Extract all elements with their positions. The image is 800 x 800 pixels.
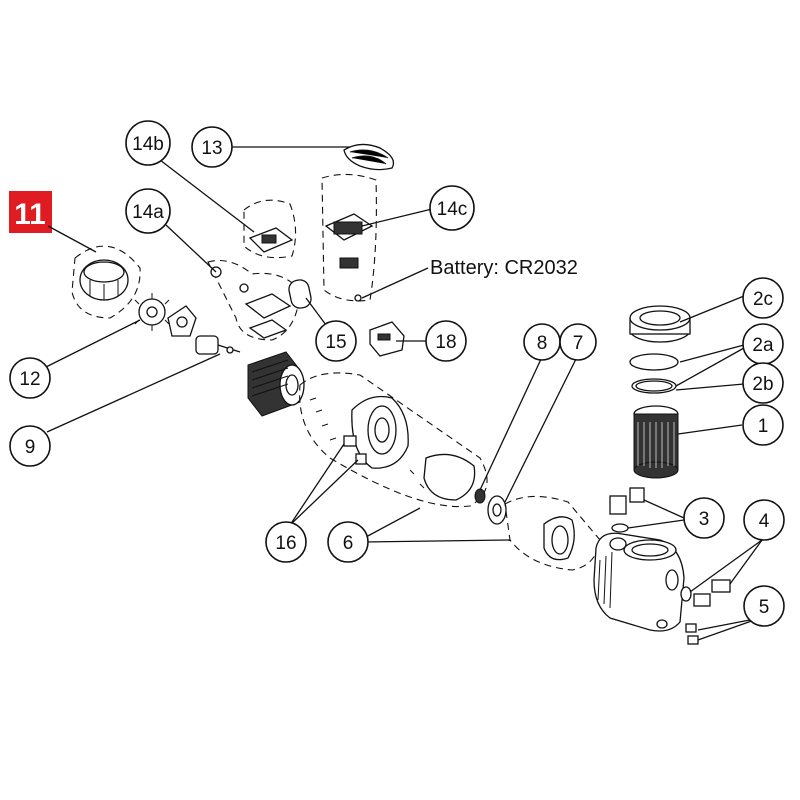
- part-14b-control-board: [243, 199, 297, 259]
- part-2a-lid: [629, 353, 679, 371]
- callout-2a: 2a: [742, 323, 784, 365]
- callout-14c-label: 14c: [437, 199, 468, 220]
- part-3-union-fittings: [609, 487, 645, 533]
- part-11-fan-cover: [71, 245, 141, 319]
- part-motor-body: [247, 351, 305, 417]
- callout-11-label: 11: [14, 198, 46, 231]
- callout-11-highlighted: 11: [9, 191, 97, 253]
- part-15-capacitor: [288, 279, 312, 309]
- callout-2b-label: 2b: [752, 374, 773, 395]
- callout-5: 5: [743, 585, 785, 627]
- part-2b-o-ring: [631, 378, 677, 394]
- callout-13: 13: [191, 126, 233, 168]
- part-13-cable: [343, 143, 395, 171]
- callout-5-label: 5: [759, 597, 770, 618]
- part-1-strainer-basket: [633, 405, 679, 479]
- callout-7-label: 7: [573, 333, 584, 354]
- callout-15: 15: [315, 320, 357, 362]
- callout-14b: 14b: [125, 120, 171, 166]
- callout-6: 6: [327, 521, 369, 563]
- part-14c-drive-board: [321, 173, 377, 302]
- part-18-sensor: [369, 321, 405, 357]
- callout-3: 3: [683, 497, 725, 539]
- callout-18: 18: [425, 320, 467, 362]
- callout-8: 8: [523, 323, 561, 361]
- callout-15-label: 15: [325, 332, 346, 353]
- callout-14b-label: 14b: [132, 134, 164, 155]
- callout-16-label: 16: [275, 533, 296, 554]
- callout-2a-label: 2a: [752, 335, 774, 356]
- callout-14a: 14a: [125, 188, 171, 234]
- leader-lines: [43, 146, 763, 641]
- callout-14c: 14c: [429, 185, 475, 231]
- callout-2b: 2b: [742, 362, 784, 404]
- part-6-seal-plate-group: [299, 372, 488, 508]
- callout-12-label: 12: [19, 369, 40, 390]
- callout-2c-label: 2c: [753, 289, 773, 310]
- part-5-screws: [685, 623, 699, 645]
- part-9-rotor-shaft: [195, 335, 241, 355]
- callout-8-label: 8: [537, 333, 548, 354]
- callout-7: 7: [559, 323, 597, 361]
- callout-4: 4: [743, 499, 785, 541]
- part-7-impeller: [487, 495, 507, 525]
- callout-12: 12: [9, 357, 51, 399]
- part-12-bearing-plate: [167, 305, 197, 337]
- callout-4-label: 4: [759, 511, 770, 532]
- callout-13-label: 13: [201, 138, 222, 159]
- part-16-screws: [343, 435, 367, 465]
- part-4-drain-plugs: [680, 579, 731, 607]
- callout-1-label: 1: [758, 416, 769, 437]
- callout-2c: 2c: [742, 277, 784, 319]
- callout-1: 1: [742, 404, 784, 446]
- part-pump-housing: [593, 532, 685, 632]
- battery-label: Battery: CR2032: [430, 257, 578, 279]
- callout-6-label: 6: [343, 533, 354, 554]
- callout-14a-label: 14a: [132, 202, 164, 223]
- part-2c-lid-ring: [629, 305, 691, 343]
- callout-18-label: 18: [435, 332, 456, 353]
- part-12-fan: [134, 293, 170, 331]
- callout-16: 16: [265, 521, 307, 563]
- part-8-seal: [474, 488, 486, 504]
- callout-9-label: 9: [25, 437, 36, 458]
- part-14a-display-housing: [207, 259, 301, 341]
- callout-9: 9: [9, 425, 51, 467]
- part-6-diffuser-group: [504, 495, 601, 571]
- callout-3-label: 3: [699, 509, 710, 530]
